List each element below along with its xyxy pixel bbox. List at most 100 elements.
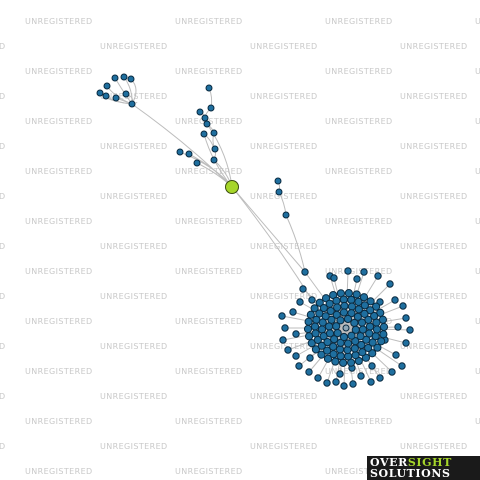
watermark-text: UNREGISTERED	[175, 267, 243, 276]
network-node	[359, 293, 369, 302]
network-node	[299, 285, 307, 293]
network-node	[398, 362, 406, 370]
watermark-text: UNREGISTERED	[475, 367, 480, 376]
watermark-text: UNREGISTERED	[475, 267, 480, 276]
watermark-text: UNREGISTERED	[325, 17, 393, 26]
watermark-text: UNREGISTERED	[325, 417, 393, 426]
network-node	[354, 305, 363, 314]
watermark-text: UNREGISTERED	[250, 342, 318, 351]
network-node	[394, 323, 402, 331]
watermark-text: UNREGISTERED	[325, 367, 393, 376]
watermark-text: UNREGISTERED	[175, 467, 243, 476]
network-node	[406, 326, 414, 334]
network-node	[379, 330, 388, 339]
watermark-text: UNREGISTERED	[475, 67, 480, 76]
network-node	[339, 332, 349, 342]
network-node	[358, 325, 368, 334]
watermark-text: UNREGISTERED	[250, 192, 318, 201]
network-node	[361, 353, 371, 362]
network-node	[329, 350, 338, 359]
watermark-text: UNREGISTERED	[0, 442, 6, 451]
network-node	[336, 352, 345, 361]
watermark-text: UNREGISTERED	[400, 192, 468, 201]
network-node	[329, 342, 338, 351]
network-node	[354, 297, 363, 306]
network-node	[127, 75, 135, 83]
network-node	[344, 339, 353, 348]
network-node	[317, 350, 326, 359]
network-node	[292, 330, 300, 338]
watermark-text: UNREGISTERED	[0, 142, 6, 151]
watermark-text: UNREGISTERED	[175, 67, 243, 76]
watermark-text: UNREGISTERED	[100, 142, 168, 151]
network-node	[402, 314, 410, 322]
watermark-text: UNREGISTERED	[325, 67, 393, 76]
network-node	[120, 73, 128, 81]
network-node	[373, 343, 382, 352]
watermark-text: UNREGISTERED	[400, 42, 468, 51]
network-node	[317, 325, 327, 334]
network-node	[372, 325, 382, 334]
network-node	[360, 268, 368, 276]
watermark-text: UNREGISTERED	[400, 92, 468, 101]
network-node	[210, 156, 218, 164]
network-node	[281, 324, 289, 332]
watermark-text: UNREGISTERED	[250, 92, 318, 101]
network-node	[176, 148, 184, 156]
network-node	[388, 368, 396, 376]
watermark-text: UNREGISTERED	[25, 367, 93, 376]
watermark-text: UNREGISTERED	[475, 417, 480, 426]
network-edge	[131, 103, 233, 188]
watermark-text: UNREGISTERED	[25, 217, 93, 226]
network-node	[339, 308, 348, 317]
network-node	[314, 374, 322, 382]
network-node	[292, 352, 300, 360]
network-node	[310, 304, 319, 313]
network-node	[275, 188, 283, 196]
focus-node	[225, 180, 239, 194]
watermark-text: UNREGISTERED	[100, 392, 168, 401]
watermark-text: UNREGISTERED	[175, 217, 243, 226]
watermark-text: UNREGISTERED	[325, 217, 393, 226]
watermark-text: UNREGISTERED	[100, 242, 168, 251]
network-node	[339, 358, 348, 367]
network-node	[392, 351, 400, 359]
watermark-text: UNREGISTERED	[400, 392, 468, 401]
hub-node	[342, 324, 350, 332]
network-node	[351, 337, 360, 346]
watermark-text: UNREGISTERED	[325, 467, 393, 476]
network-node	[122, 90, 130, 98]
network-node	[402, 339, 410, 347]
network-node	[374, 272, 382, 280]
network-node	[332, 322, 341, 331]
watermark-text: UNREGISTERED	[400, 442, 468, 451]
network-node	[332, 378, 340, 386]
network-node	[96, 89, 104, 97]
network-node	[306, 354, 314, 362]
network-node	[343, 314, 353, 324]
network-node	[323, 379, 331, 387]
watermark-text: UNREGISTERED	[0, 92, 6, 101]
network-node	[360, 309, 369, 319]
network-node	[205, 84, 213, 92]
watermark-text: UNREGISTERED	[475, 317, 480, 326]
watermark-text: UNREGISTERED	[0, 242, 6, 251]
watermark-text: UNREGISTERED	[100, 92, 168, 101]
network-node	[112, 94, 120, 102]
network-node	[357, 372, 365, 380]
network-node	[366, 297, 375, 306]
watermark-text: UNREGISTERED	[175, 317, 243, 326]
logo-word-sight: SIGHT	[407, 456, 452, 469]
network-node	[201, 114, 209, 122]
network-node	[360, 301, 369, 310]
network-node	[295, 362, 303, 370]
network-node	[326, 306, 335, 316]
network-node	[333, 328, 342, 338]
watermark-text: UNREGISTERED	[400, 242, 468, 251]
network-edge	[285, 214, 306, 273]
watermark-text: UNREGISTERED	[400, 142, 468, 151]
logo-word-over: OVER	[370, 456, 408, 469]
watermark-text: UNREGISTERED	[100, 442, 168, 451]
network-node	[296, 298, 304, 306]
